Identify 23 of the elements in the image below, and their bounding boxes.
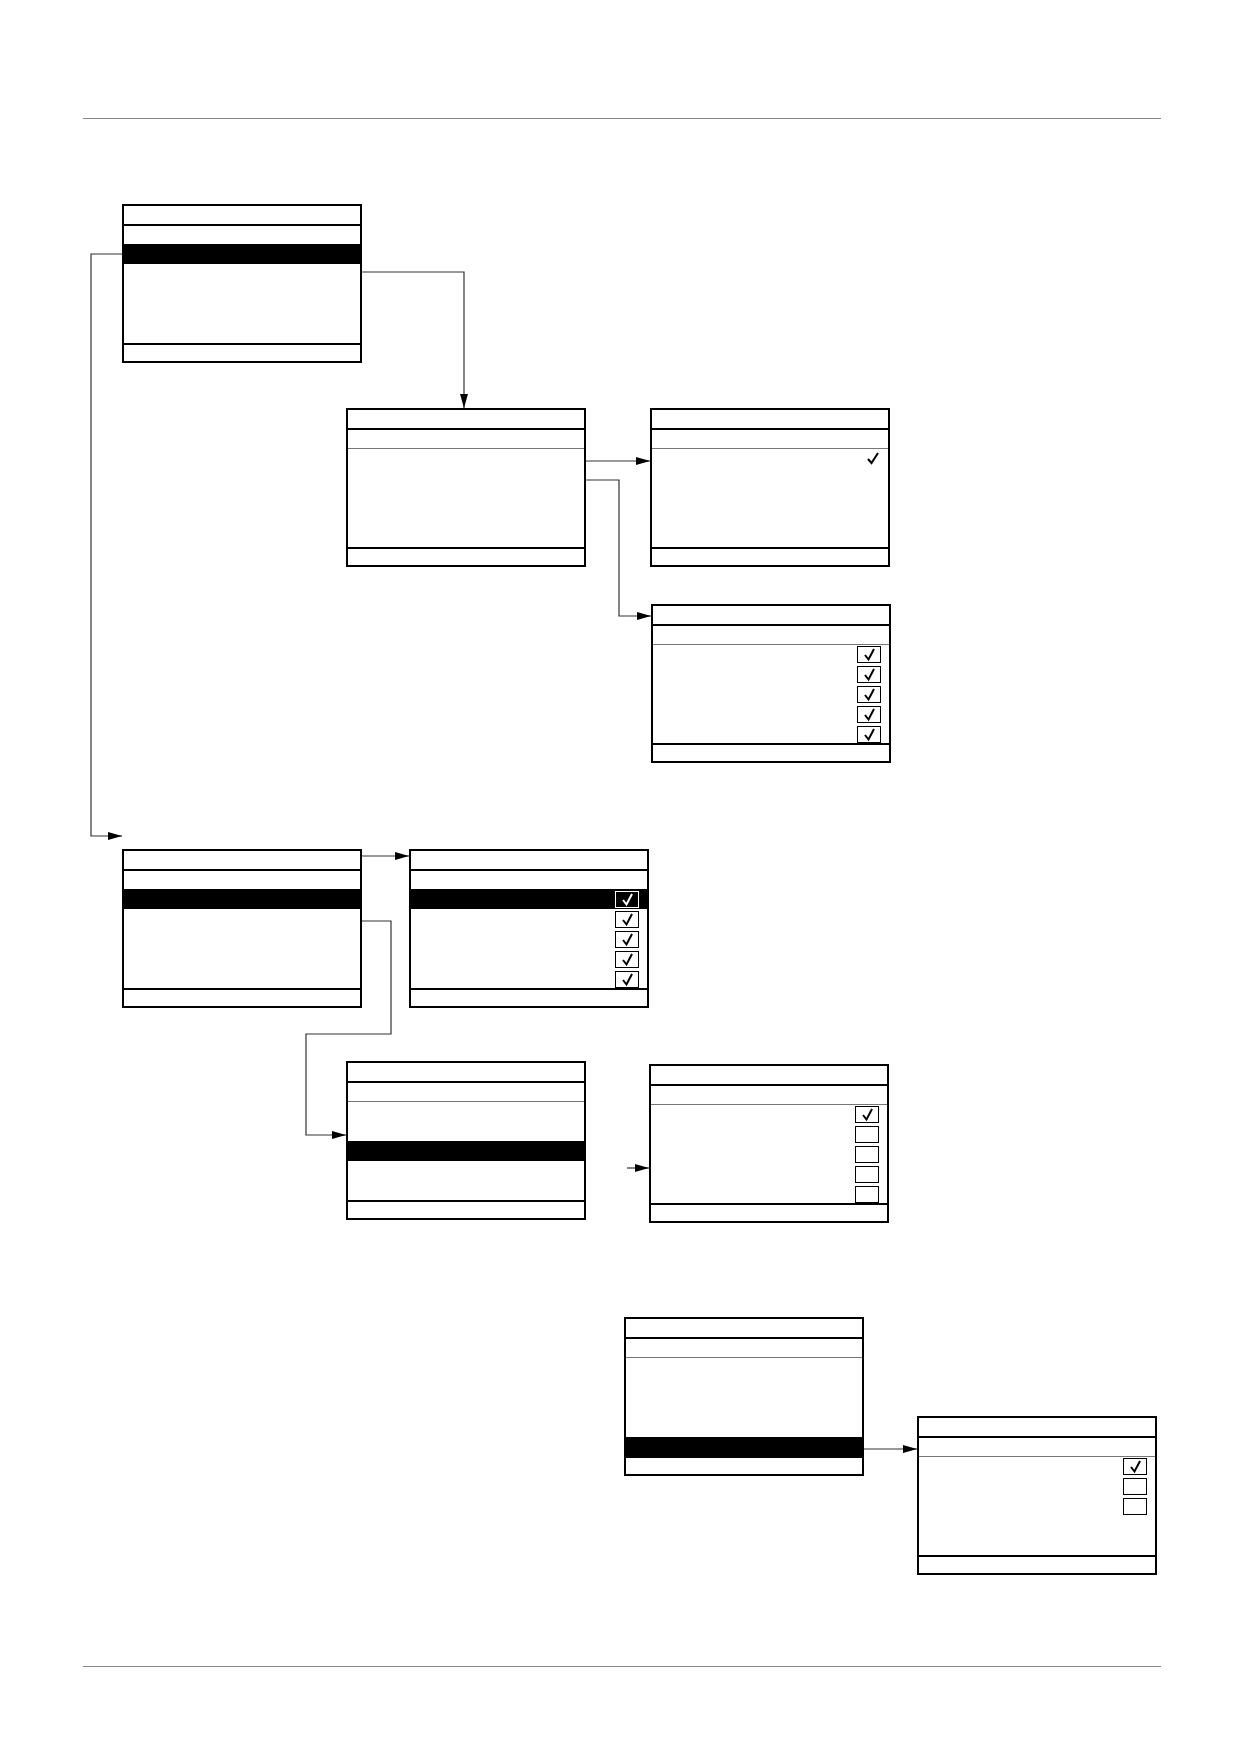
display-screen bbox=[409, 849, 649, 1008]
arrow bbox=[361, 852, 410, 860]
display-screen bbox=[649, 1064, 889, 1223]
arrow bbox=[585, 479, 652, 620]
arrow bbox=[585, 457, 651, 465]
arrow bbox=[90, 253, 123, 840]
arrow bbox=[863, 1445, 918, 1453]
display-screen bbox=[651, 604, 891, 763]
selection-bar bbox=[124, 244, 360, 264]
selection-bar bbox=[626, 1437, 862, 1457]
display-screen bbox=[346, 1061, 586, 1220]
display-screen bbox=[122, 204, 362, 363]
display-screen bbox=[346, 408, 586, 567]
display-screen bbox=[624, 1317, 864, 1476]
display-screen bbox=[650, 408, 890, 567]
arrow bbox=[626, 1164, 650, 1172]
selection-bar bbox=[348, 1141, 584, 1161]
selection-bar bbox=[411, 889, 647, 909]
display-screen bbox=[122, 849, 362, 1008]
selection-bar bbox=[124, 889, 360, 909]
arrow bbox=[305, 920, 392, 1139]
arrow bbox=[361, 271, 468, 409]
display-screen bbox=[917, 1416, 1157, 1575]
